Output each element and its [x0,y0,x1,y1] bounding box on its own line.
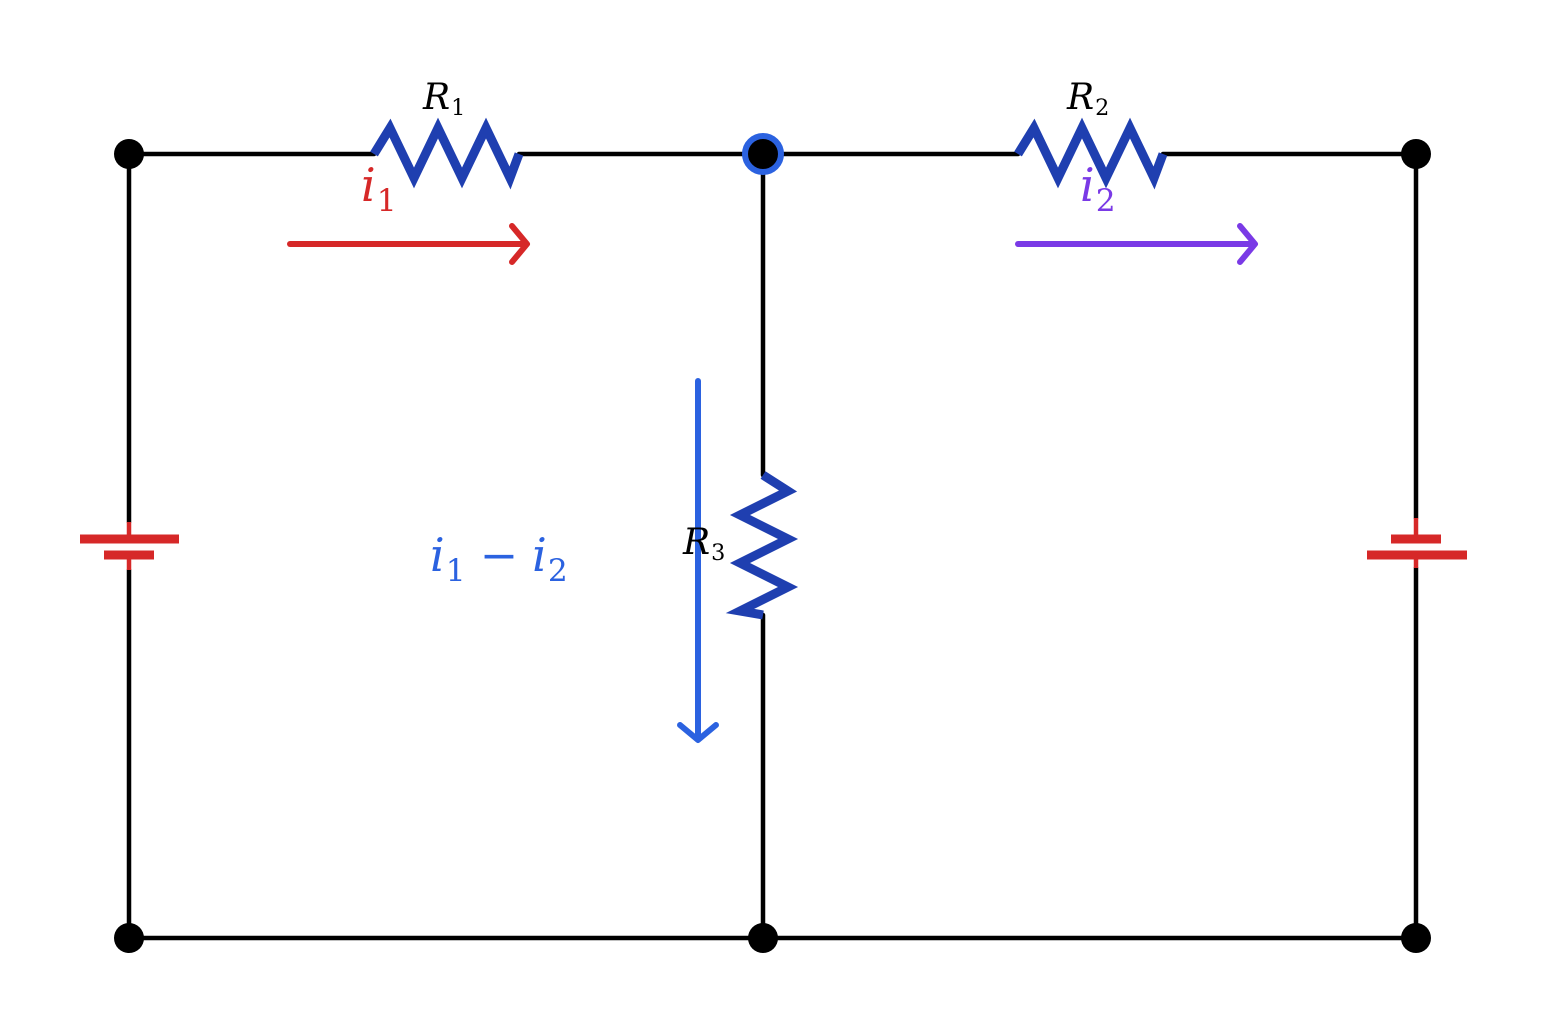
arrow-i1 [287,223,530,265]
label-i1-subscript: 1 [376,183,397,219]
node-top-right [1401,139,1431,169]
label-r1-symbol: R [423,77,451,118]
battery-left [80,522,179,570]
label-i1: i1 [361,162,397,217]
label-r1: R1 [423,80,465,120]
label-r3: R3 [683,525,725,565]
label-i2-symbol: i [1080,158,1095,212]
arrow-branch [677,378,719,743]
label-i2-subscript: 2 [1095,183,1116,219]
node-top-left [114,139,144,169]
label-branch-b-symbol: i [532,528,547,582]
nodes [114,133,1431,953]
label-r3-subscript: 3 [711,540,726,567]
arrow-branch-head [677,722,719,743]
node-bottom-middle [748,923,778,953]
resistor-r3 [725,471,799,620]
label-i1-symbol: i [361,158,376,212]
node-bottom-right [1401,923,1431,953]
label-branch-b-subscript: 2 [547,553,568,589]
arrow-i1-head [509,223,530,265]
label-branch-a-symbol: i [430,528,445,582]
resistor-r2 [1014,117,1168,190]
node-junction-top [742,133,784,175]
label-r1-subscript: 1 [451,95,466,122]
battery-right [1367,518,1467,568]
label-r2-symbol: R [1067,77,1095,118]
label-branch-current: i1−i2 [430,532,568,587]
arrow-i2 [1015,223,1258,265]
label-i2: i2 [1080,162,1116,217]
label-r2: R2 [1067,80,1109,120]
label-branch-a-subscript: 1 [445,553,466,589]
node-bottom-left [114,923,144,953]
label-r3-symbol: R [683,522,711,563]
resistor-r1 [370,117,524,190]
label-r2-subscript: 2 [1095,95,1110,122]
label-branch-operator: − [479,528,519,582]
arrow-i2-head [1237,223,1258,265]
